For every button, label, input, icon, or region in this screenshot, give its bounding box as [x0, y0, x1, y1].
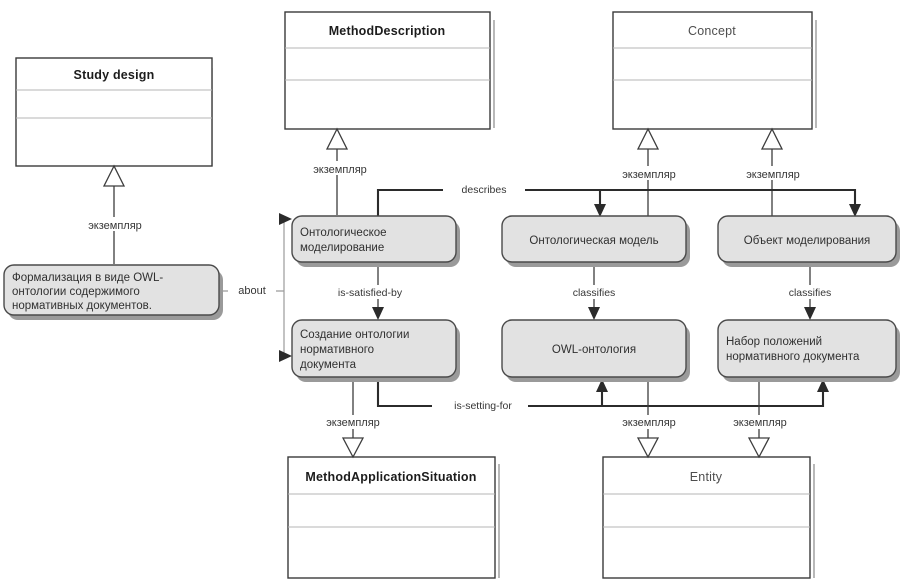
instance-box-ontologicheskaya-model[interactable]: Онтологическая модель [501, 215, 690, 267]
instance-box-owl-ontologiya[interactable]: OWL-онтология [501, 319, 690, 382]
edge-label-instance-2: экземпляр [313, 164, 367, 176]
edge-instance-study-design: экземпляр [70, 164, 160, 264]
edge-classifies-middle: classifies [563, 263, 625, 320]
class-box-study-design[interactable]: Study design [15, 57, 213, 167]
class-box-method-description[interactable]: MethodDescription [284, 11, 495, 130]
edge-label-is-satisfied-by: is-satisfied-by [338, 287, 403, 299]
edge-instance-concept-right: экземпляр [730, 127, 816, 216]
instance-label-formalizaciya-line3: нормативных документов. [12, 300, 152, 312]
edge-label-classifies-2: classifies [789, 287, 832, 299]
edge-label-about: about [238, 285, 266, 297]
edge-label-instance-1: экземпляр [88, 220, 142, 232]
instance-label-formalizaciya-line2: онтологии содержимого [12, 286, 140, 298]
instance-label-obekt: Объект моделирования [744, 235, 870, 247]
edge-is-setting-for: is-setting-for [376, 378, 829, 412]
instance-box-nabor-polozhenij[interactable]: Набор положений нормативного документа [717, 319, 900, 382]
edge-about: about [221, 213, 292, 362]
class-box-method-application-situation[interactable]: MethodApplicationSituation [287, 456, 500, 579]
edge-instance-method-application: экземпляр [308, 378, 398, 459]
edge-instance-entity-right: экземпляр [715, 378, 805, 459]
instance-box-obekt-modelirovaniya[interactable]: Объект моделирования [717, 215, 900, 267]
class-title-concept: Concept [688, 24, 736, 38]
edge-label-instance-3: экземпляр [622, 169, 676, 181]
edge-describes: describes [376, 182, 861, 217]
class-title-method-description: MethodDescription [329, 24, 446, 38]
instance-label-nabor-line1: Набор положений [726, 336, 822, 348]
instance-label-nabor-line2: нормативного документа [726, 351, 860, 363]
edge-instance-entity-left: экземпляр [604, 378, 694, 459]
instance-box-formalizaciya[interactable]: Формализация в виде OWL- онтологии содер… [3, 264, 223, 320]
edge-label-classifies-1: classifies [573, 287, 616, 299]
instance-label-ontmod-line1: Онтологическое [300, 227, 387, 239]
instance-box-sozdanie-ontologii[interactable]: Создание онтологии нормативного документ… [291, 319, 460, 382]
instance-box-ontologicheskoe-modelirovanie[interactable]: Онтологическое моделирование [291, 215, 460, 267]
edge-label-instance-4: экземпляр [746, 169, 800, 181]
instance-label-ontmodel: Онтологическая модель [529, 235, 658, 247]
instance-label-sozdanie-line1: Создание онтологии [300, 329, 409, 341]
instance-label-owl: OWL-онтология [552, 344, 636, 356]
instance-label-sozdanie-line2: нормативного [300, 344, 374, 356]
class-box-concept[interactable]: Concept [612, 11, 817, 130]
instance-label-formalizaciya-line1: Формализация в виде OWL- [12, 272, 163, 284]
class-title-entity: Entity [690, 470, 723, 484]
edge-classifies-right: classifies [779, 263, 841, 320]
edge-label-is-setting-for: is-setting-for [454, 400, 512, 412]
edge-is-satisfied-by: is-satisfied-by [320, 263, 414, 320]
instance-label-sozdanie-line3: документа [300, 359, 357, 371]
class-title-study-design: Study design [74, 68, 155, 82]
edge-instance-concept-left: экземпляр [606, 127, 692, 216]
edge-label-describes: describes [462, 184, 507, 196]
edge-instance-method-description: экземпляр [295, 127, 385, 215]
edge-label-instance-5: экземпляр [326, 417, 380, 429]
class-title-method-application-situation: MethodApplicationSituation [305, 470, 476, 484]
edge-label-instance-7: экземпляр [733, 417, 787, 429]
edge-label-instance-6: экземпляр [622, 417, 676, 429]
class-box-entity[interactable]: Entity [602, 456, 815, 579]
instance-label-ontmod-line2: моделирование [300, 242, 384, 254]
